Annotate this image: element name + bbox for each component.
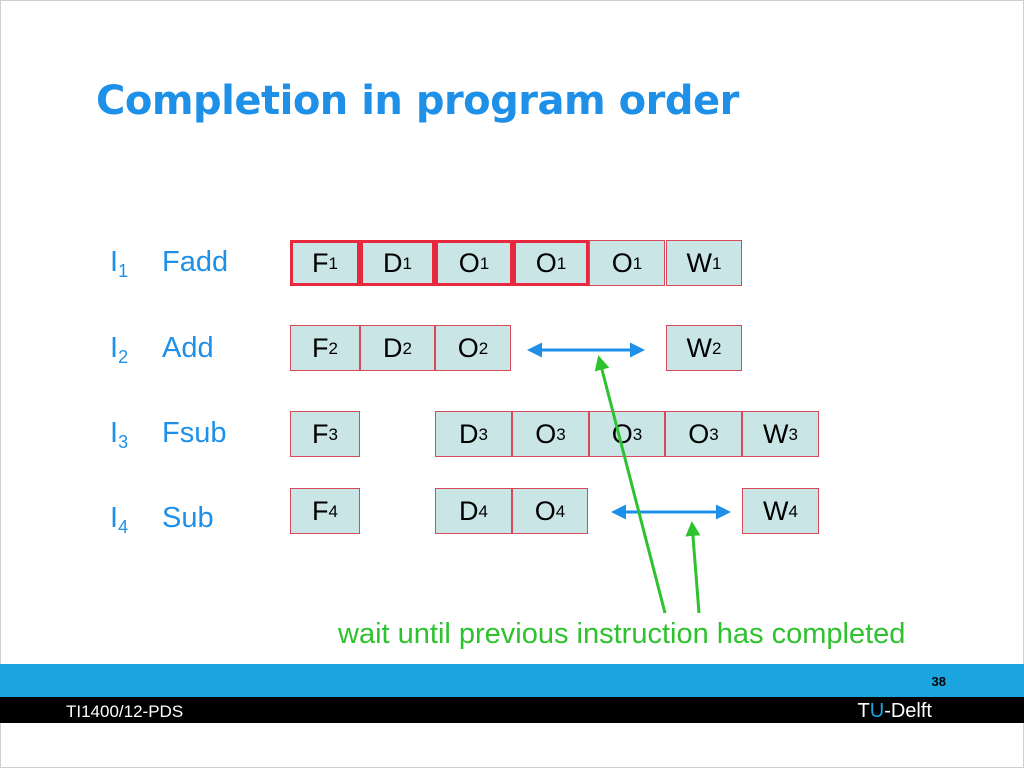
instruction-1: I1 Fadd [110, 246, 228, 296]
slide-title: Completion in program order [96, 78, 739, 124]
instruction-4: I4 Sub [110, 502, 214, 552]
instruction-op: Sub [162, 502, 214, 534]
course-code: TI1400/12-PDS [66, 702, 184, 721]
instruction-label: I [110, 502, 119, 534]
instruction-index: 1 [118, 261, 129, 281]
instruction-label: I [110, 246, 119, 278]
note-arrow-row4 [685, 521, 701, 614]
instruction-op: Fsub [162, 417, 227, 449]
instruction-2: I2 Add [110, 332, 214, 382]
instruction-index: 4 [118, 517, 129, 537]
wait-note: wait until previous instruction has comp… [338, 618, 906, 650]
instruction-index: 2 [118, 347, 129, 367]
footer-bar: TI1400/12-PDS TU-Delft [0, 697, 1024, 723]
tu-delft-logo: TU-Delft [857, 700, 932, 722]
instruction-op: Fadd [162, 246, 229, 278]
note-arrow-row2 [594, 355, 667, 614]
instruction-index: 3 [118, 432, 129, 452]
instruction-op: Add [162, 332, 214, 364]
footer-band: 38 [0, 664, 1024, 697]
instruction-3: I3 Fsub [110, 417, 226, 467]
instruction-label: I [110, 332, 119, 364]
page-number: 38 [931, 674, 946, 689]
instruction-label: I [110, 417, 119, 449]
